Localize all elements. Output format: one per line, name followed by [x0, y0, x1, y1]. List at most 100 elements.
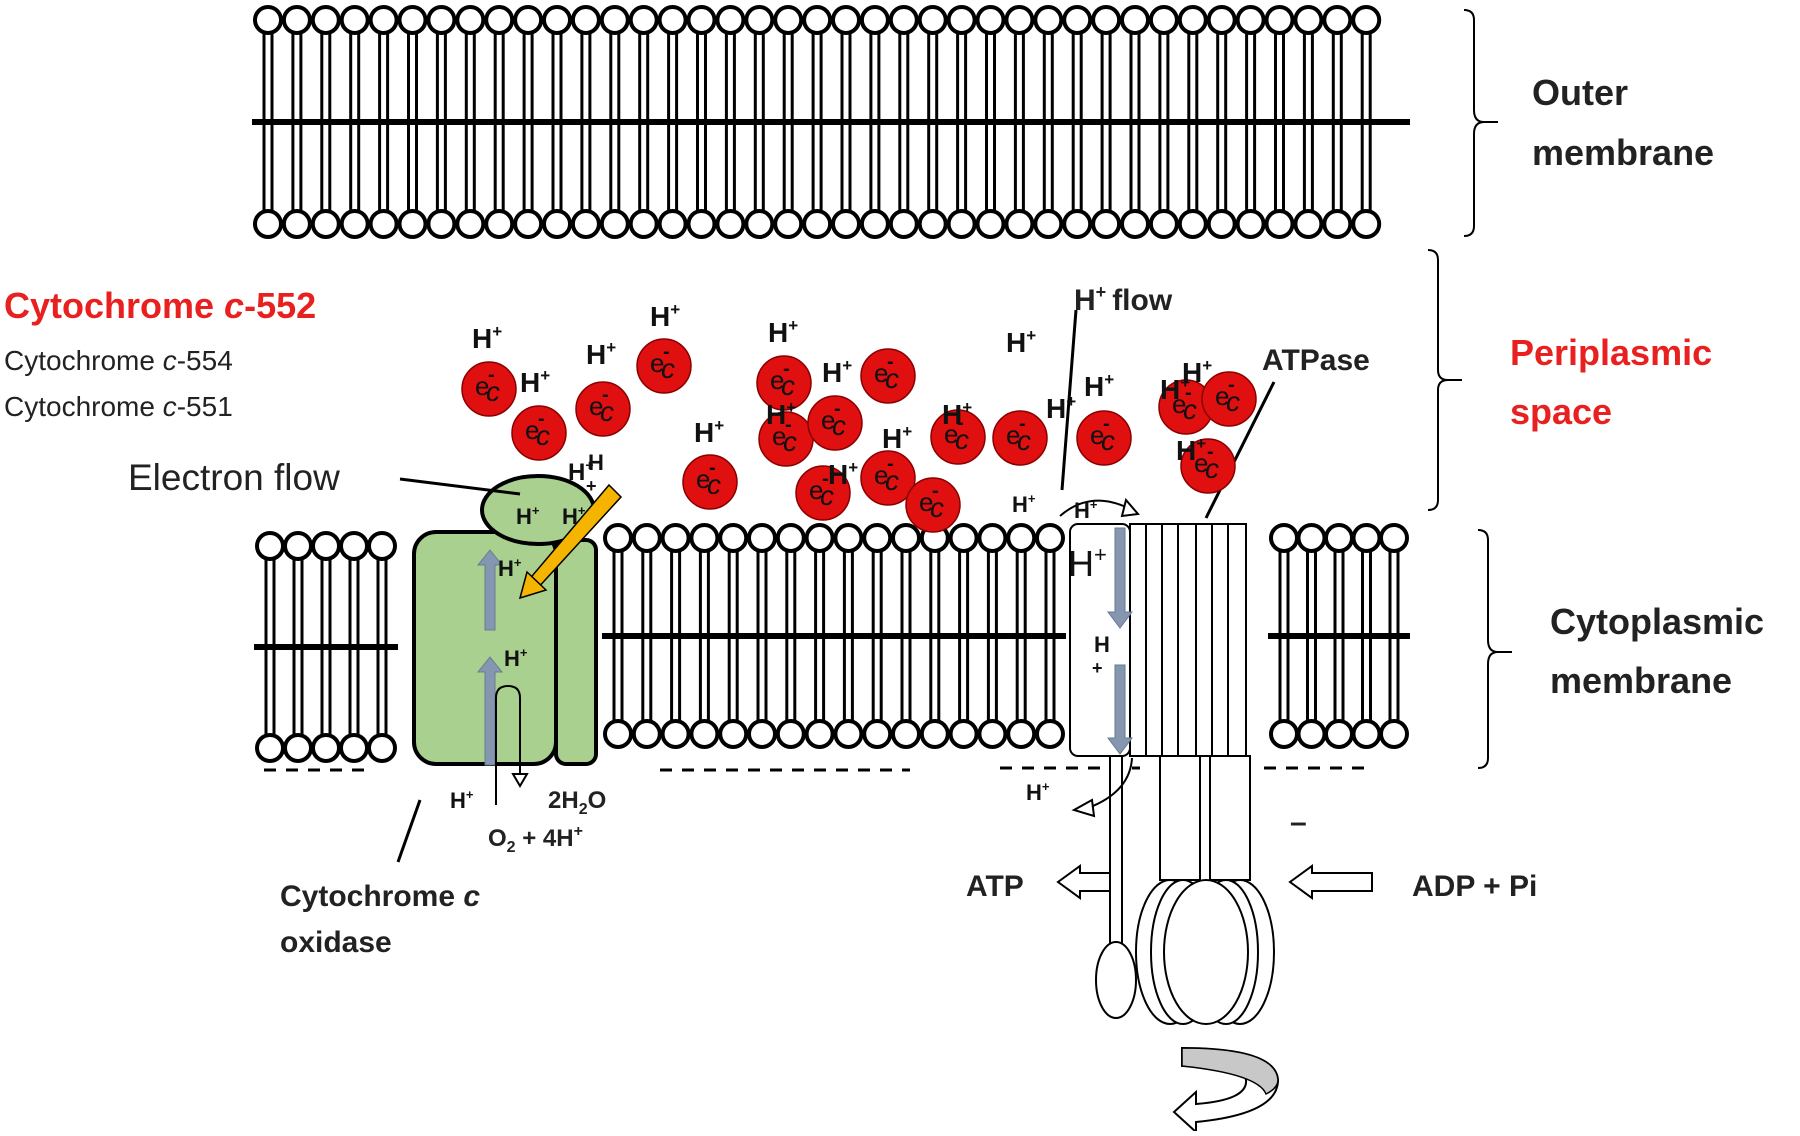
electron-charge: -: [538, 408, 545, 430]
cytochrome-c-molecule: e-c: [682, 454, 738, 510]
lipid-head: [804, 719, 835, 749]
lipid-head: [1206, 5, 1237, 35]
cytochrome-c-molecule: e-c: [905, 477, 961, 533]
electron-charge: -: [957, 412, 964, 434]
proton-charge: +: [520, 645, 528, 660]
lipid-head: [715, 5, 746, 35]
lipid-head: [367, 531, 397, 561]
proton-label: H+: [766, 398, 796, 430]
proton-h: H: [504, 646, 520, 671]
proton-charge: +: [848, 458, 858, 477]
cytoplasmic-membrane: [254, 523, 1410, 772]
atpase-proton-arrow-upper: [1107, 527, 1133, 629]
electron-charge: -: [663, 341, 670, 363]
lipid-head: [426, 209, 457, 239]
cytochrome-letter: c: [1226, 386, 1240, 417]
electron-charge: -: [1185, 382, 1192, 404]
proton-charge: +: [670, 300, 680, 319]
lipid-head: [631, 719, 662, 749]
lipid-head: [283, 733, 313, 763]
lipid-head: [455, 209, 486, 239]
lipid-head: [833, 719, 864, 749]
lipid-head: [775, 523, 806, 553]
cyto-membrane-right: [1268, 523, 1410, 749]
proton-label: H+: [942, 398, 972, 430]
proton-charge: +: [1042, 779, 1050, 794]
proton-entry-arrowhead: [1120, 497, 1140, 518]
electron-charge: -: [785, 414, 792, 436]
proton-h: H: [562, 504, 578, 529]
cytochrome-c-molecule: e-c: [1201, 371, 1257, 427]
cytochrome-letter: c: [1101, 425, 1115, 456]
proton-labels: H+H+H+H+H+H+H+H+H+H+H+H+H+H+H+H+H+H+H+H+…: [450, 300, 1212, 813]
proton-label: H+: [1084, 370, 1114, 402]
lipid-head: [657, 209, 688, 239]
proton-charge: +: [466, 787, 474, 802]
cyto-membrane-middle: [602, 523, 1066, 749]
proton-h: H: [1046, 393, 1066, 424]
lipid-head: [599, 209, 630, 239]
lipid-head: [804, 523, 835, 553]
proton-h: H: [498, 556, 514, 581]
proton-h: H: [516, 504, 532, 529]
periplasmic-space-bracket: [1427, 249, 1462, 511]
cytochrome-c-molecule: e-c: [756, 355, 812, 411]
lipid-head: [888, 209, 919, 239]
lipid-head: [570, 5, 601, 35]
cytochrome-c-molecule: e-c: [1076, 410, 1132, 466]
atpase-label: ATPase: [1262, 344, 1370, 377]
proton-charge: +: [585, 457, 593, 473]
cytochrome-c-molecule: e-c: [461, 361, 517, 417]
outer-membrane-bilayer: [252, 5, 1410, 239]
lipid-head: [484, 209, 515, 239]
lipid-head: [1322, 209, 1353, 239]
atpase-c-ring-1: [1129, 523, 1147, 757]
lipid-head: [628, 209, 659, 239]
adp-pi-label: ADP + Pi: [1412, 870, 1537, 903]
proton-charge: +: [902, 422, 912, 441]
proton-charge: +: [514, 555, 522, 570]
proton-h: H: [568, 459, 585, 486]
proton-h: H: [472, 323, 492, 354]
lipid-head: [1264, 209, 1295, 239]
lipid-head: [455, 5, 486, 35]
proton-h: H: [1160, 374, 1180, 405]
cytochrome-c554-label: Cytochrome c-554: [4, 345, 233, 376]
electron-glyph: e: [589, 391, 603, 421]
proton-h: H: [694, 417, 714, 448]
electron-glyph: e: [1194, 448, 1208, 478]
lipid-head: [831, 209, 861, 239]
proton-label: H+: [828, 458, 858, 490]
lipid-head: [1269, 719, 1299, 749]
atpase-c-ring-2: [1145, 523, 1163, 757]
electron-glyph: e: [770, 365, 784, 395]
cytochrome-c-body: [860, 450, 916, 506]
proton-charge: +: [786, 398, 796, 417]
electron-glyph: e: [874, 460, 888, 490]
proton-h: H: [450, 788, 466, 813]
proton-h: H: [882, 423, 902, 454]
cytochrome-c-molecule: e-c: [807, 395, 863, 451]
electron-charge: -: [1103, 413, 1110, 435]
proton-charge: +: [492, 322, 502, 341]
lipid-head: [1206, 209, 1237, 239]
proton-h: H: [650, 301, 670, 332]
lipid-head: [686, 5, 717, 35]
lipid-head: [310, 209, 341, 239]
lipid-head: [1293, 5, 1324, 35]
proton-label: H+: [520, 366, 550, 398]
proton-charge: +: [1026, 326, 1036, 345]
lipid-head: [513, 5, 544, 35]
lipid-head: [1351, 523, 1382, 553]
lipid-head: [1148, 209, 1179, 239]
cytochrome-c-molecule: e-c: [992, 410, 1048, 466]
cyto-membrane-left: [254, 531, 398, 763]
lipid-head: [1324, 523, 1354, 553]
proton-charge: +: [1104, 370, 1114, 389]
lipid-head: [368, 5, 399, 35]
atpase-complex: [1069, 523, 1275, 1025]
cytochrome-c-molecule: e-c: [758, 411, 814, 467]
proton-label: H+: [516, 503, 540, 529]
lipid-head: [255, 531, 285, 561]
atpase-gamma-stalk-2: [1209, 755, 1251, 881]
